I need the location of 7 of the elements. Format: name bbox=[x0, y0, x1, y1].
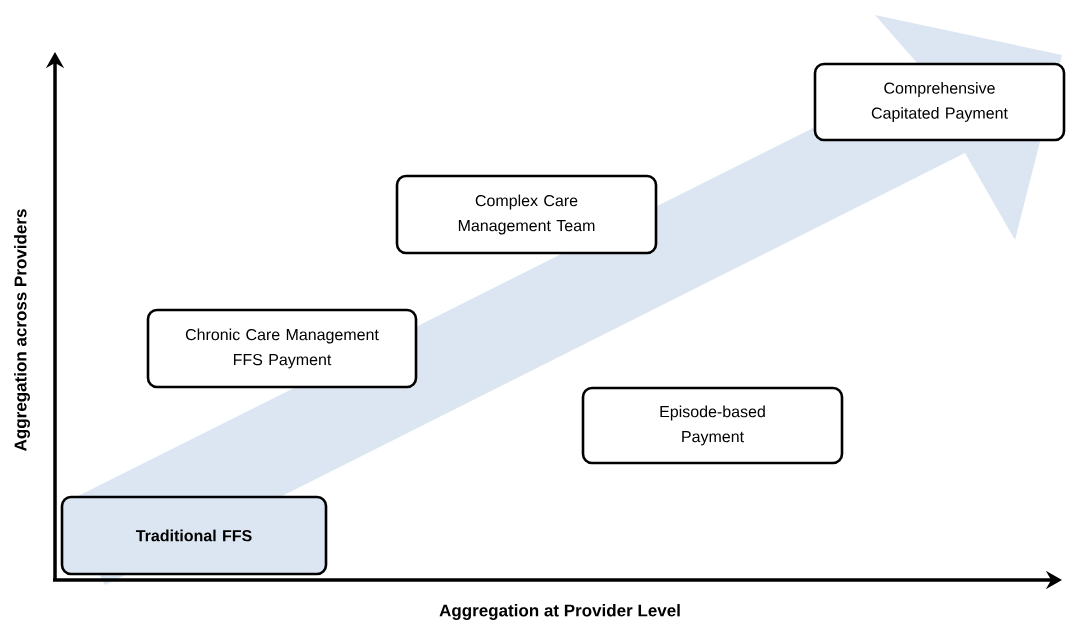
payment-box: Complex Care Management Team bbox=[395, 174, 658, 255]
axis-label: Aggregation at Provider Level bbox=[439, 604, 680, 620]
payment-box: Chronic Care Management FFS Payment bbox=[146, 308, 418, 389]
payment-box: Episode-based Payment bbox=[581, 386, 844, 465]
payment-box: Traditional FFS bbox=[60, 495, 328, 576]
payment-box: Comprehensive Capitated Payment bbox=[813, 62, 1066, 142]
axis-label: Aggregation across Providers bbox=[14, 209, 30, 451]
